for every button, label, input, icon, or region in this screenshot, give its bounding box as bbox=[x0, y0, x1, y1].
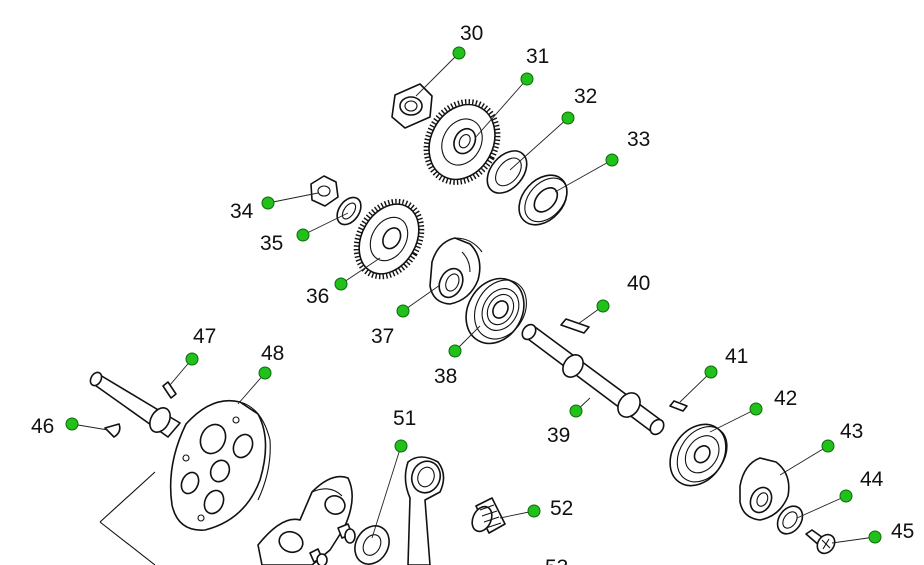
part-45-bolt bbox=[805, 529, 836, 555]
callout-number-33: 33 bbox=[627, 128, 650, 151]
part-40-key bbox=[560, 318, 590, 334]
callout-53: 53 bbox=[545, 556, 568, 565]
part-43-cam bbox=[739, 457, 790, 521]
callout-number-34: 34 bbox=[230, 200, 254, 223]
callout-37: 37 bbox=[371, 304, 410, 348]
callout-dot-34[interactable] bbox=[261, 196, 275, 210]
part-37-cam bbox=[429, 237, 483, 305]
part-32-washer bbox=[486, 150, 528, 194]
callout-dot-41[interactable] bbox=[704, 365, 718, 379]
callout-number-32: 32 bbox=[574, 85, 597, 108]
callout-dot-36[interactable] bbox=[334, 277, 348, 291]
callout-dot-32[interactable] bbox=[561, 111, 575, 125]
callout-number-35: 35 bbox=[260, 232, 283, 255]
part-connecting-rod bbox=[404, 456, 445, 565]
part-47-key bbox=[162, 381, 177, 399]
callout-31: 31 bbox=[520, 45, 549, 86]
part-42-bearing bbox=[669, 423, 728, 487]
callout-number-52: 52 bbox=[550, 497, 573, 520]
callout-number-45: 45 bbox=[891, 520, 914, 543]
callout-51: 51 bbox=[393, 407, 416, 453]
callout-number-39: 39 bbox=[547, 424, 570, 447]
part-44-washer bbox=[776, 505, 804, 535]
callout-dot-33[interactable] bbox=[605, 153, 619, 167]
callout-number-40: 40 bbox=[627, 272, 650, 295]
part-34-small-nut bbox=[310, 175, 339, 207]
callout-dot-45[interactable] bbox=[868, 530, 882, 544]
callout-39: 39 bbox=[547, 404, 583, 447]
callout-number-42: 42 bbox=[774, 387, 797, 410]
callout-46: 46 bbox=[31, 415, 79, 438]
part-51-plate bbox=[354, 525, 390, 565]
callout-dot-47[interactable] bbox=[185, 352, 199, 366]
part-35-small-washer bbox=[336, 196, 362, 226]
part-48-crank-flywheel bbox=[89, 371, 271, 565]
part-30-hex-nut bbox=[391, 83, 433, 129]
callout-47: 47 bbox=[185, 325, 216, 366]
callout-dot-37[interactable] bbox=[396, 304, 410, 318]
callout-38: 38 bbox=[434, 344, 462, 388]
callout-number-48: 48 bbox=[261, 342, 284, 365]
callout-dot-46[interactable] bbox=[65, 417, 79, 431]
callout-52: 52 bbox=[527, 497, 573, 520]
part-31-large-gear bbox=[423, 99, 501, 185]
callout-48: 48 bbox=[258, 342, 284, 380]
callout-dot-40[interactable] bbox=[596, 299, 610, 313]
callout-44: 44 bbox=[839, 468, 884, 503]
callout-number-36: 36 bbox=[306, 285, 329, 308]
callout-number-41: 41 bbox=[725, 345, 748, 368]
part-41-small-key bbox=[669, 400, 688, 412]
callout-45: 45 bbox=[868, 520, 914, 544]
callout-number-51: 51 bbox=[393, 407, 416, 430]
callout-number-30: 30 bbox=[460, 22, 483, 45]
callout-35: 35 bbox=[260, 228, 310, 255]
callout-layer: 30 31 32 33 34 35 36 37 38 39 40 41 42 43 44 45 46 47 48 51… bbox=[31, 22, 914, 565]
callout-30: 30 bbox=[452, 22, 483, 60]
callout-number-47: 47 bbox=[193, 325, 216, 348]
callout-33: 33 bbox=[605, 128, 650, 167]
part-38-bearing bbox=[465, 277, 527, 345]
callout-dot-30[interactable] bbox=[452, 46, 466, 60]
callout-number-37: 37 bbox=[371, 325, 394, 348]
callout-number-44: 44 bbox=[860, 468, 884, 491]
callout-dot-52[interactable] bbox=[527, 504, 541, 518]
part-screws bbox=[309, 523, 356, 565]
callout-dot-31[interactable] bbox=[520, 72, 534, 86]
part-crank-lower bbox=[257, 475, 353, 565]
callout-34: 34 bbox=[230, 196, 275, 223]
callout-dot-35[interactable] bbox=[296, 228, 310, 242]
callout-number-43: 43 bbox=[840, 420, 863, 443]
callout-dot-48[interactable] bbox=[258, 366, 272, 380]
callout-32: 32 bbox=[561, 85, 597, 125]
callout-number-46: 46 bbox=[31, 415, 54, 438]
callout-number-53: 53 bbox=[545, 556, 568, 565]
callout-dot-43[interactable] bbox=[821, 439, 835, 453]
callout-number-31: 31 bbox=[526, 45, 549, 68]
callout-42: 42 bbox=[749, 387, 797, 416]
part-33-ring bbox=[518, 174, 568, 226]
callout-number-38: 38 bbox=[434, 365, 457, 388]
part-36-medium-gear bbox=[353, 198, 425, 280]
callout-dot-51[interactable] bbox=[394, 439, 408, 453]
part-39-shaft bbox=[521, 323, 665, 436]
parts-drawing bbox=[71, 52, 876, 565]
callout-41: 41 bbox=[704, 345, 748, 379]
callout-dot-39[interactable] bbox=[569, 404, 583, 418]
part-46-key bbox=[104, 423, 121, 438]
callout-dot-44[interactable] bbox=[839, 489, 853, 503]
callout-36: 36 bbox=[306, 277, 348, 308]
part-52-needle-bearing bbox=[471, 497, 506, 534]
callout-dot-38[interactable] bbox=[448, 344, 462, 358]
callout-40: 40 bbox=[596, 272, 650, 313]
callout-dot-42[interactable] bbox=[749, 402, 763, 416]
callout-43: 43 bbox=[821, 420, 863, 453]
